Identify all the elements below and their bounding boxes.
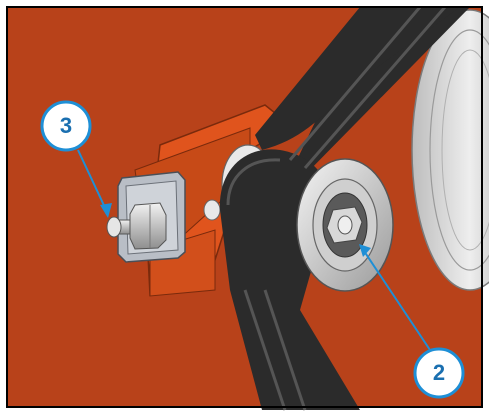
arrowhead-3 [100, 203, 112, 218]
callout-2-circle [413, 347, 465, 399]
bracket-stud [203, 199, 221, 221]
callout-3-circle [40, 100, 92, 152]
leader-line-3 [77, 149, 109, 215]
callout-leaders [77, 149, 431, 351]
leader-line-2 [361, 247, 431, 351]
figure-frame [6, 6, 483, 408]
adjuster-bolt [106, 202, 167, 250]
drive-pulley [411, 9, 489, 291]
arrowhead-2 [359, 244, 371, 257]
